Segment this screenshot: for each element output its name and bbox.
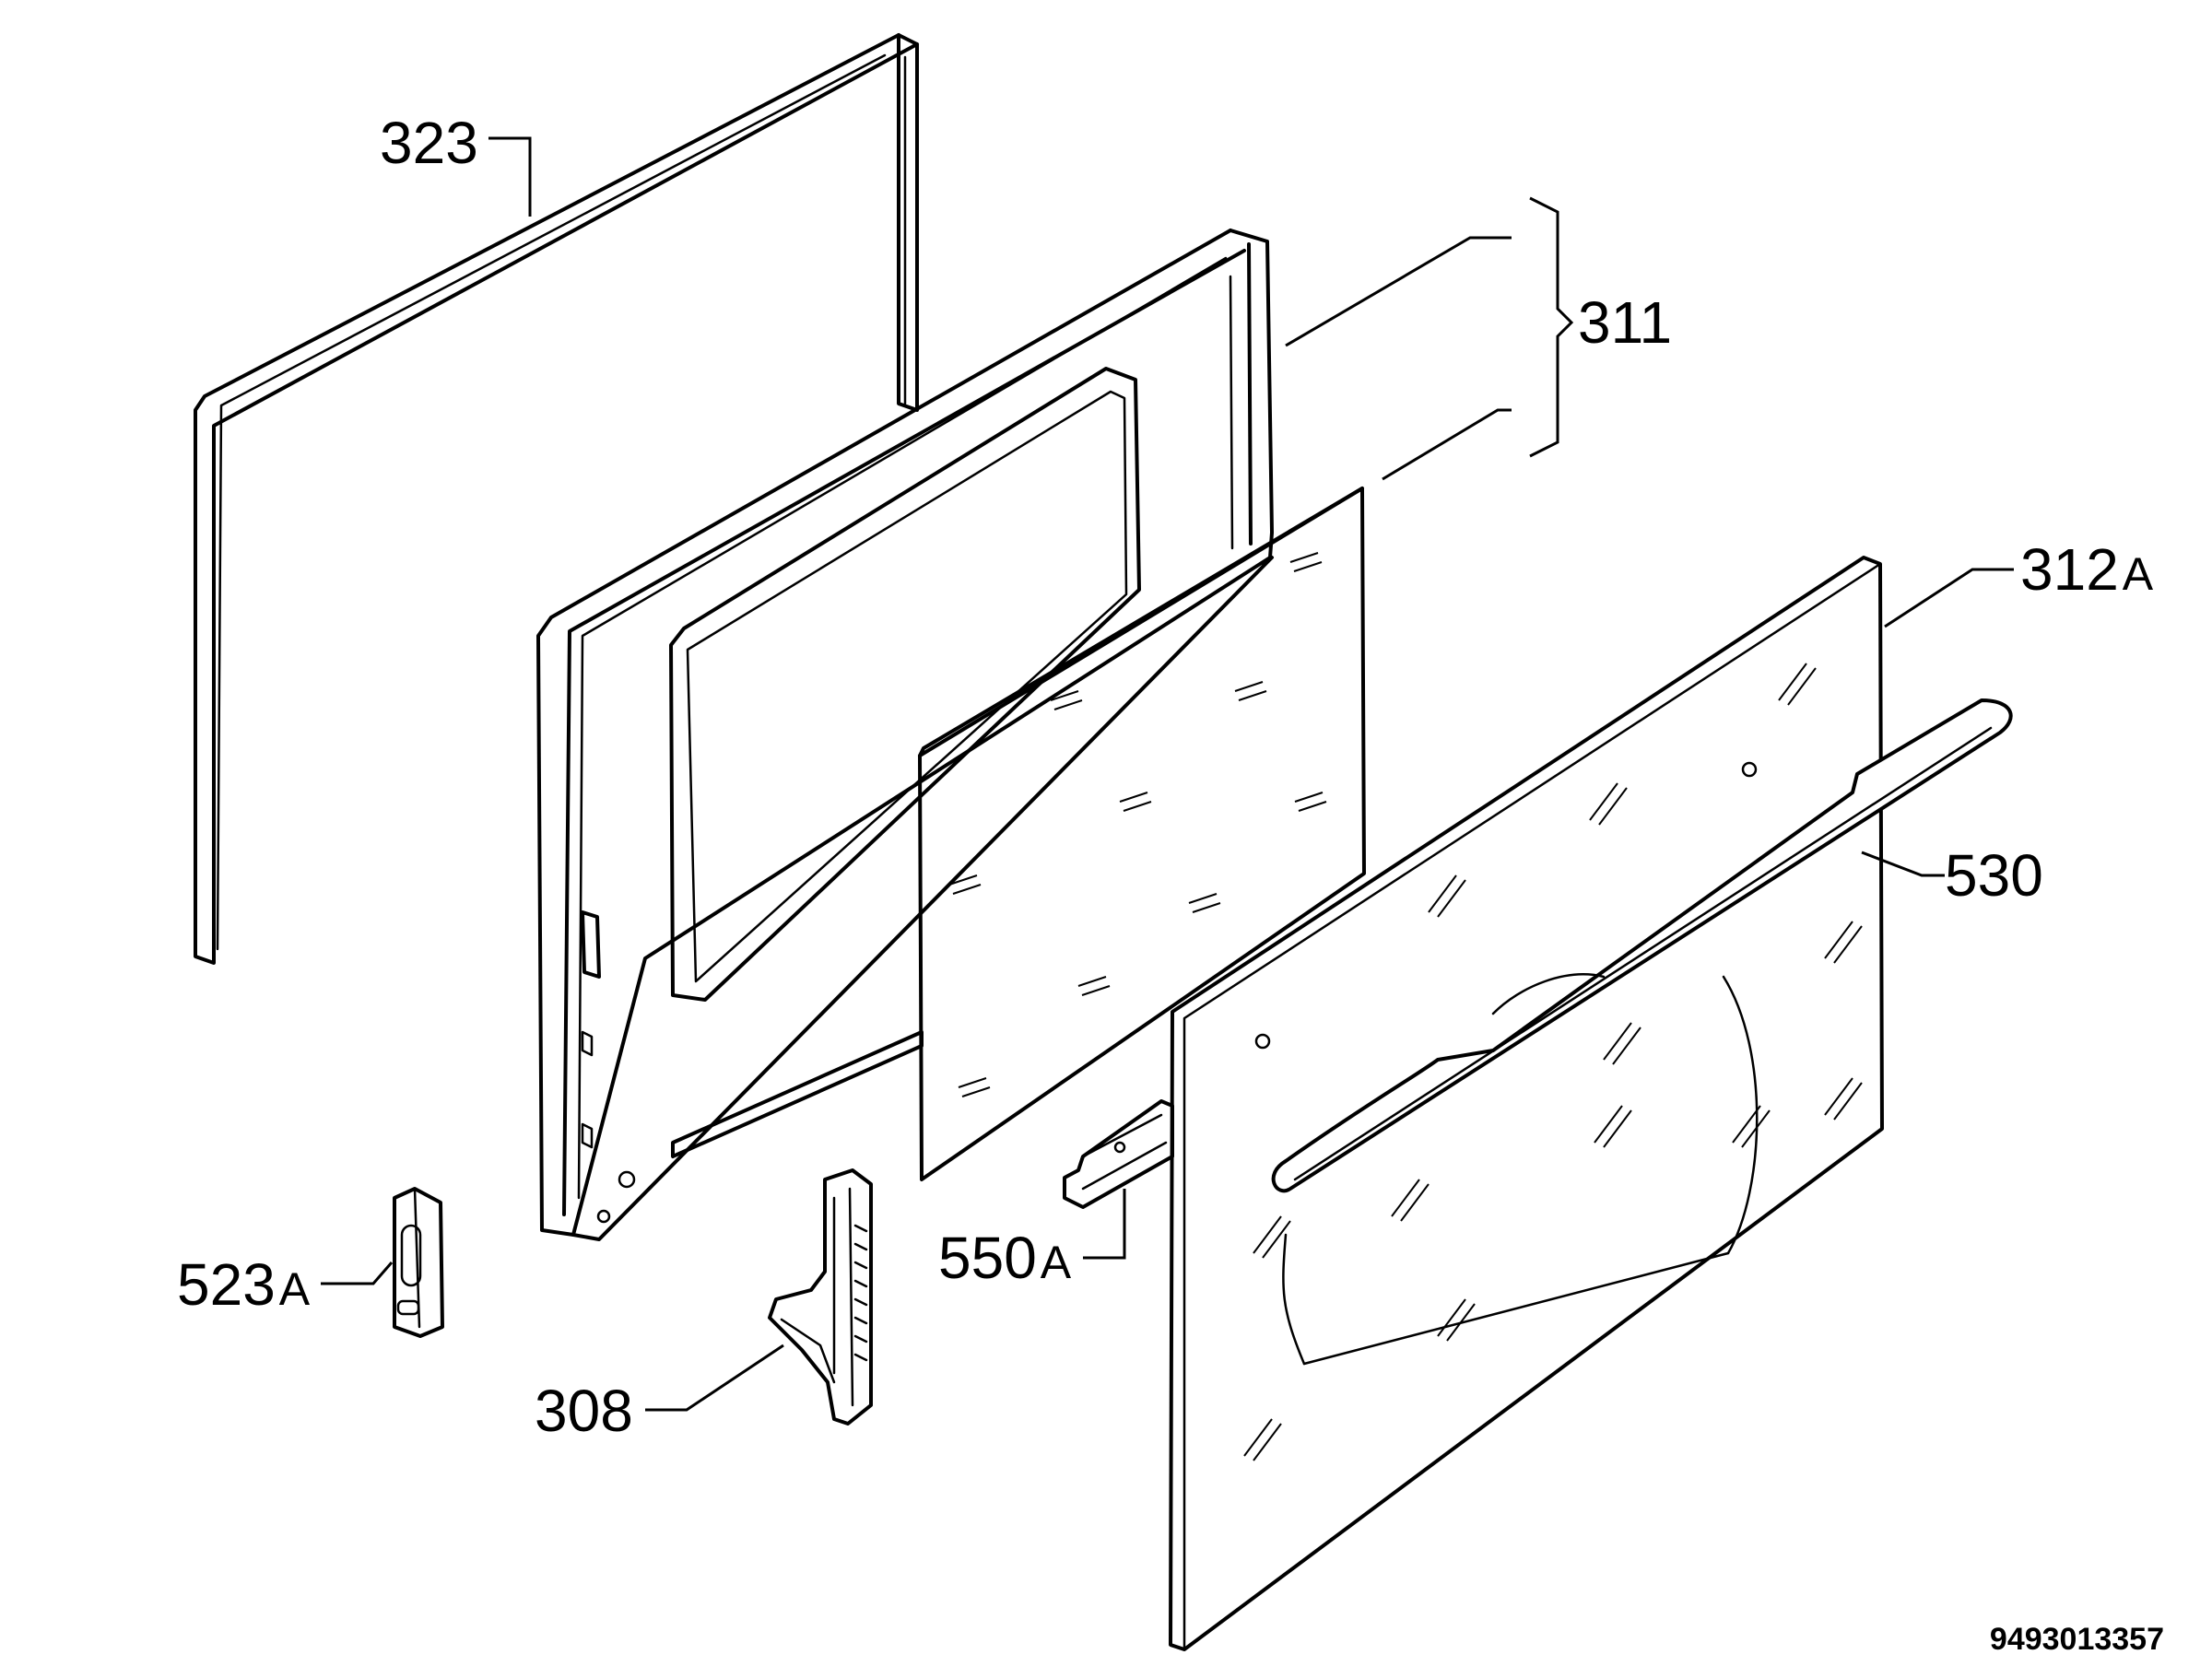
leader-lines — [321, 136, 2014, 1412]
leader-523a — [321, 1261, 394, 1285]
label-530: 530 — [1945, 842, 2043, 909]
label-550a: 550A — [938, 1225, 1072, 1291]
inner-glass-panel-part — [918, 487, 1366, 1181]
label-523a: 523A — [177, 1251, 311, 1318]
label-523a-suffix: A — [279, 1263, 311, 1315]
label-523a-number: 523 — [177, 1251, 276, 1318]
leader-311-lower — [1382, 408, 1512, 481]
door-handle-part — [1271, 698, 2013, 1193]
document-number: 9493013357 — [1990, 1622, 2164, 1657]
label-308: 308 — [535, 1378, 633, 1444]
handle-bracket-part — [1063, 1099, 1174, 1209]
bracket-311 — [1529, 196, 1574, 458]
leader-312a — [1884, 568, 2014, 628]
label-312a: 312A — [2020, 536, 2154, 603]
leader-530 — [1861, 851, 1945, 877]
label-323: 323 — [380, 110, 478, 176]
leader-550a — [1083, 1189, 1126, 1260]
label-312a-suffix: A — [2123, 548, 2154, 600]
inner-door-frame-part — [536, 229, 1274, 1241]
door-catch-part — [393, 1187, 444, 1338]
hinge-part — [768, 1168, 873, 1426]
door-seal-part — [194, 33, 919, 965]
leader-311-upper — [1285, 236, 1512, 347]
label-311: 311 — [1578, 289, 1672, 356]
label-312a-number: 312 — [2020, 536, 2119, 603]
label-550a-suffix: A — [1041, 1237, 1072, 1288]
label-550a-number: 550 — [938, 1225, 1037, 1291]
leader-323 — [488, 136, 532, 217]
outer-door-glass-part — [1169, 556, 1884, 1651]
leader-308 — [645, 1344, 784, 1412]
